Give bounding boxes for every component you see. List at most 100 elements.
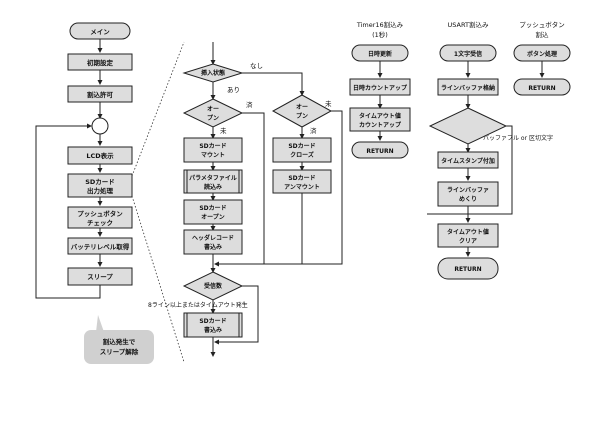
push-check-label-1: プッシュボタン xyxy=(77,209,123,218)
recv-condition-label: 8ライン以上またはタイムアウト発生 xyxy=(148,301,248,309)
push-title-1: プッシュボタン xyxy=(519,20,565,29)
mount-label-2: マウント xyxy=(201,151,225,159)
usart-connectors xyxy=(427,61,513,257)
wake-note xyxy=(84,330,154,364)
timer-return-terminal xyxy=(351,141,409,159)
open-left-done-label: 済 xyxy=(246,100,253,109)
usart-condition-label: バッファフル or 区切文字 xyxy=(483,134,553,142)
sd-output-label-1: SDカード xyxy=(85,178,115,186)
header-write-label-1: ヘッダレコード xyxy=(192,234,234,242)
timer-return-label: RETURN xyxy=(366,148,393,155)
timer-update-label: 日時更新 xyxy=(368,50,392,58)
header-write-box xyxy=(183,229,243,255)
timer-timeout-label-1: タイムアウト値 xyxy=(359,112,401,120)
wake-note-label-1: 割込発生で xyxy=(103,337,136,346)
usart-return-label: RETURN xyxy=(454,266,481,273)
usart-timestamp-label: タイムスタンプ付加 xyxy=(441,157,495,165)
init-label: 初期設定 xyxy=(87,58,114,67)
insert-state-label: 挿入状態 xyxy=(201,69,225,77)
lcd-box xyxy=(67,146,133,165)
wake-note-label-2: スリープ解除 xyxy=(100,347,139,356)
sd-output-box xyxy=(67,173,133,198)
sd-open-label-2: オープン xyxy=(201,213,225,221)
main-start-terminal xyxy=(69,22,131,40)
push-return-terminal xyxy=(513,78,571,96)
loop-connector xyxy=(91,117,109,135)
branch-present-label: あり xyxy=(227,86,240,94)
timer-timeout-box xyxy=(349,107,411,132)
usart-clear-label-1: タイムアウト値 xyxy=(447,228,489,236)
open-right-done-label: 済 xyxy=(310,126,317,135)
main-flow xyxy=(35,39,103,299)
recv-count-decision xyxy=(182,271,244,301)
open-right-label-2: プン xyxy=(296,112,308,120)
zoom-guide-bottom xyxy=(131,195,185,363)
sd-output-label-2: 出力処理 xyxy=(87,186,114,195)
push-handle-terminal xyxy=(513,44,571,62)
usart-return-terminal xyxy=(437,257,499,280)
usart-flip-label-1: ラインバッファ xyxy=(447,186,489,194)
unmount-label-1: SDカード xyxy=(288,175,315,182)
usart-clear-label-2: クリア xyxy=(459,237,477,245)
usart-store-label: ラインバッファ格納 xyxy=(441,84,495,92)
open-left-label-2: プン xyxy=(207,114,219,122)
open-left-notdone-label: 未 xyxy=(220,126,227,135)
timer-title-2: (1秒) xyxy=(372,30,388,39)
battery-box xyxy=(67,237,133,255)
insert-state-decision xyxy=(182,63,244,83)
header-write-label-2: 書込み xyxy=(204,243,222,251)
sd-write-label-1: SDカード xyxy=(199,318,226,325)
usart-recv-label: 1文字受信 xyxy=(454,50,482,58)
usart-title: USART割込み xyxy=(448,20,489,29)
usart-flip-label-2: めくり xyxy=(459,195,477,203)
sleep-label: スリープ xyxy=(87,272,113,281)
irq-enable-label: 割込許可 xyxy=(87,90,114,99)
branch-none-label: なし xyxy=(250,62,263,70)
usart-flip-box xyxy=(437,181,499,207)
irq-enable-box xyxy=(67,85,133,103)
close-label-2: クローズ xyxy=(290,151,314,159)
recv-count-label: 受信数 xyxy=(204,282,223,290)
sd-open-box xyxy=(183,199,243,225)
unmount-label-2: アンマウント xyxy=(284,183,320,191)
timer-timeout-label-2: カウントアップ xyxy=(359,121,402,129)
sd-detail-connectors xyxy=(210,42,343,357)
sleep-box xyxy=(67,267,133,286)
timer-countup-box xyxy=(349,78,411,96)
battery-label: バッテリレベル取得 xyxy=(71,242,130,251)
init-box xyxy=(67,53,133,71)
push-title-2: 割込 xyxy=(536,30,550,39)
open-right-label-1: オー xyxy=(296,104,308,111)
usart-condition-decision xyxy=(428,107,508,145)
push-check-box xyxy=(67,206,133,229)
mount-box xyxy=(183,137,243,163)
push-handle-label: ボタン処理 xyxy=(527,50,557,58)
param-file-label-1: パラメタファイル xyxy=(189,174,237,182)
mount-label-1: SDカード xyxy=(199,143,226,150)
push-check-label-2: チェック xyxy=(87,218,113,227)
unmount-box xyxy=(272,169,332,194)
sd-open-label-1: SDカード xyxy=(199,205,226,212)
zoom-guide-top xyxy=(131,41,185,177)
usart-timestamp-box xyxy=(437,151,499,169)
usart-recv-terminal xyxy=(439,44,497,62)
lcd-label: LCD表示 xyxy=(86,151,114,160)
usart-store-box xyxy=(437,78,499,96)
sd-write-label-2: 書込み xyxy=(204,326,222,334)
wake-note-pointer xyxy=(96,315,104,332)
open-decision-left xyxy=(182,98,244,128)
param-file-label-2: 読込み xyxy=(204,183,222,191)
open-decision-right xyxy=(271,94,333,128)
open-left-label-1: オー xyxy=(207,106,219,113)
usart-clear-box xyxy=(437,223,499,248)
open-right-notdone-label: 未 xyxy=(325,99,332,108)
sd-write-box xyxy=(183,312,243,338)
timer-countup-label: 日時カウントアップ xyxy=(353,84,408,92)
close-label-1: SDカード xyxy=(288,143,315,150)
close-box xyxy=(272,137,332,163)
timer-title-1: Timer16割込み xyxy=(356,20,404,29)
push-return-label: RETURN xyxy=(528,85,555,92)
main-start-label: メイン xyxy=(90,28,110,36)
timer-update-terminal xyxy=(351,44,409,62)
